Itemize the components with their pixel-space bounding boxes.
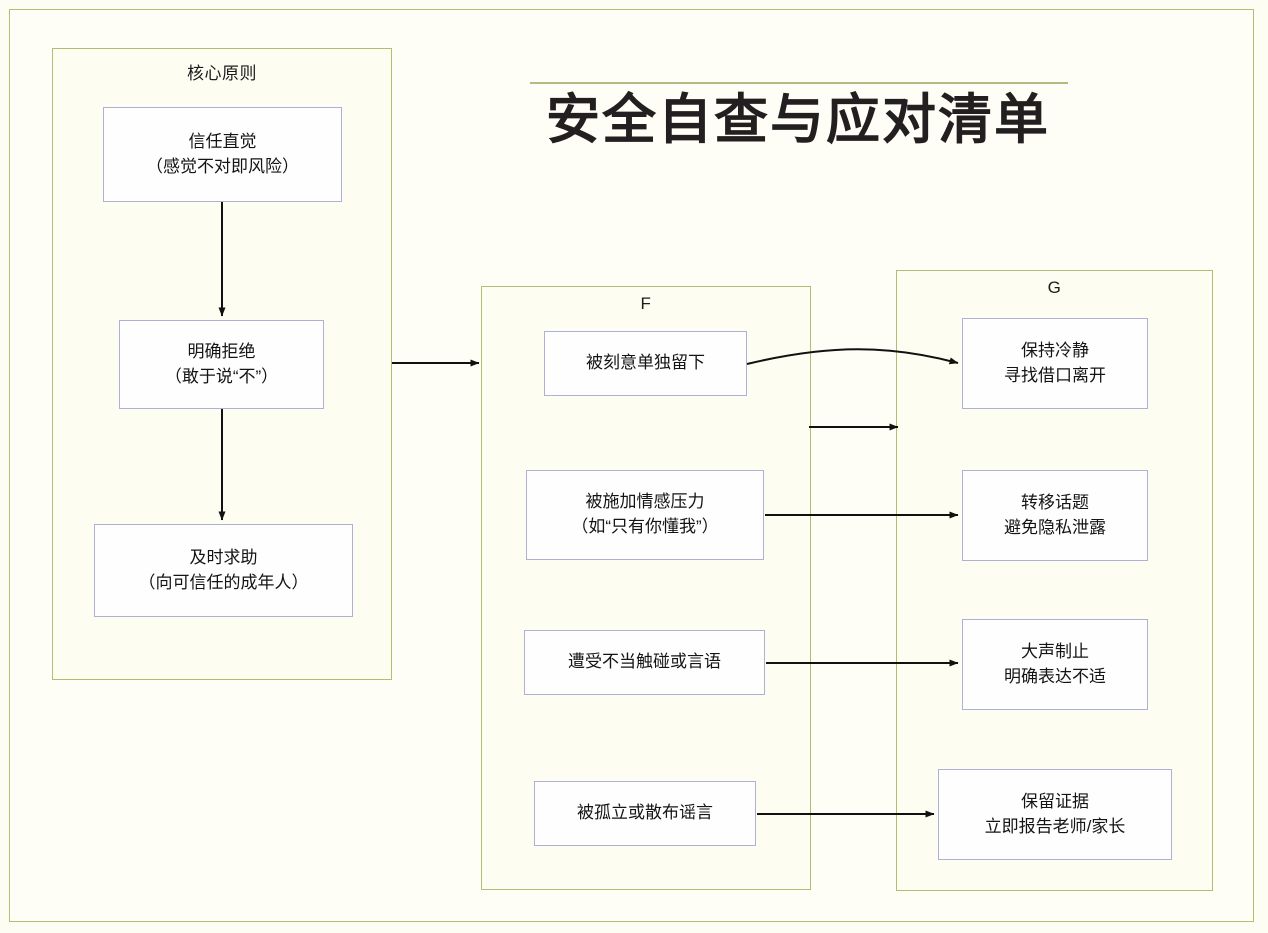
node-line-2: （感觉不对即风险） — [146, 156, 299, 176]
node-inappropriate-contact[interactable]: 遭受不当触碰或言语 — [524, 630, 765, 695]
node-line-1: 被施加情感压力 — [585, 492, 705, 512]
node-line-1: 保留证据 — [1021, 791, 1089, 811]
node-isolation-rumors[interactable]: 被孤立或散布谣言 — [534, 781, 756, 846]
node-line-1: 大声制止 — [1021, 641, 1089, 661]
node-stay-calm[interactable]: 保持冷静 寻找借口离开 — [962, 318, 1148, 409]
group-label-situations: F — [640, 294, 652, 313]
node-line-2: 立即报告老师/家长 — [984, 816, 1126, 836]
node-line-1: 转移话题 — [1021, 492, 1089, 512]
node-line-2: 避免隐私泄露 — [1004, 517, 1106, 537]
node-seek-help[interactable]: 及时求助 （向可信任的成年人） — [94, 524, 353, 617]
node-line-1: 信任直觉 — [188, 131, 257, 151]
title-rule — [530, 82, 1068, 84]
node-line-2: 寻找借口离开 — [1004, 365, 1106, 385]
node-line-2: （如“只有你懂我”） — [571, 517, 719, 536]
group-label-responses: G — [1047, 278, 1062, 297]
page-title: 安全自查与应对清单 — [546, 88, 1050, 151]
node-left-alone[interactable]: 被刻意单独留下 — [544, 331, 747, 396]
node-emotional-pressure[interactable]: 被施加情感压力 （如“只有你懂我”） — [526, 470, 764, 560]
node-clear-refusal[interactable]: 明确拒绝 （敢于说“不”） — [119, 320, 324, 409]
node-line-1: 明确拒绝 — [187, 341, 256, 361]
group-label-core-principles: 核心原则 — [187, 64, 257, 83]
node-change-topic[interactable]: 转移话题 避免隐私泄露 — [962, 470, 1148, 561]
node-line-1: 被刻意单独留下 — [586, 353, 705, 373]
node-keep-evidence[interactable]: 保留证据 立即报告老师/家长 — [938, 769, 1172, 860]
node-line-2: 明确表达不适 — [1004, 666, 1106, 686]
node-line-1: 及时求助 — [189, 547, 258, 567]
node-line-1: 遭受不当触碰或言语 — [568, 652, 721, 672]
node-line-2: （向可信任的成年人） — [138, 572, 309, 592]
node-line-2: （敢于说“不”） — [164, 366, 279, 386]
title-block: 安全自查与应对清单 — [524, 82, 1072, 150]
node-speak-up[interactable]: 大声制止 明确表达不适 — [962, 619, 1148, 710]
node-line-1: 保持冷静 — [1021, 340, 1089, 360]
node-line-1: 被孤立或散布谣言 — [577, 803, 713, 823]
node-trust-instinct[interactable]: 信任直觉 （感觉不对即风险） — [103, 107, 342, 202]
